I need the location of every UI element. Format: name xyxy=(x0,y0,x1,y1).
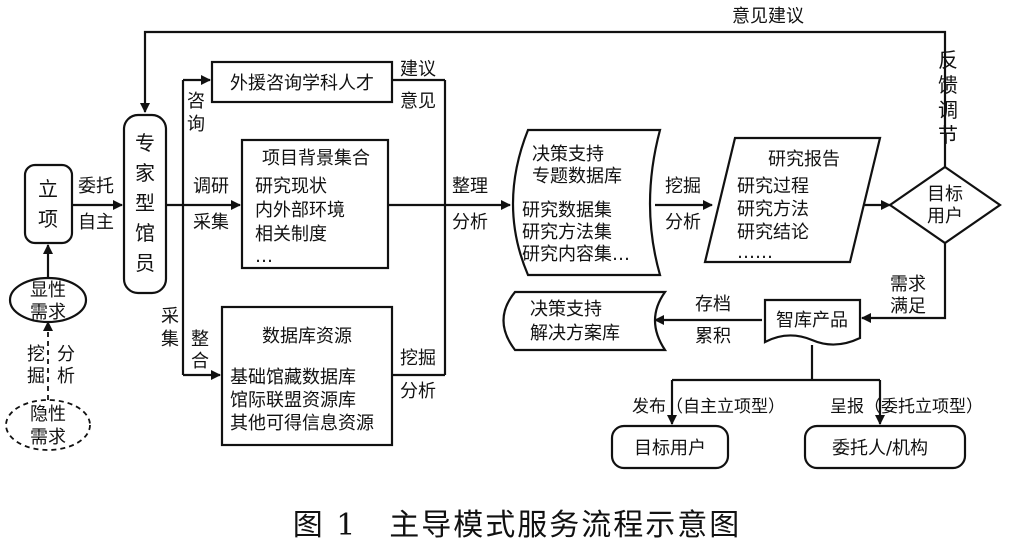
svg-text:内外部环境: 内外部环境 xyxy=(255,200,345,221)
svg-text:存档: 存档 xyxy=(695,294,731,315)
svg-text:需求: 需求 xyxy=(30,427,66,448)
svg-text:基础馆藏数据库: 基础馆藏数据库 xyxy=(230,367,356,388)
svg-text:析: 析 xyxy=(57,366,75,387)
svg-text:反: 反 xyxy=(938,48,958,72)
svg-text:数据库资源: 数据库资源 xyxy=(262,326,352,347)
node-zhiku-chanpin: 智库产品 xyxy=(763,298,862,346)
svg-text:调研: 调研 xyxy=(193,176,229,197)
svg-text:分析: 分析 xyxy=(452,212,488,233)
svg-text:意见建议: 意见建议 xyxy=(732,6,804,27)
svg-text:研究方法集: 研究方法集 xyxy=(522,222,612,243)
svg-text:项: 项 xyxy=(38,207,58,231)
svg-text:意见: 意见 xyxy=(400,91,436,112)
svg-text:发布（自主立项型）: 发布（自主立项型） xyxy=(632,397,785,417)
svg-text:整: 整 xyxy=(191,329,209,350)
node-xiangmu-beijing: 项目背景集合 研究现状 内外部环境 相关制度 … xyxy=(240,138,390,270)
svg-text:分析: 分析 xyxy=(400,381,436,402)
svg-text:询: 询 xyxy=(187,114,205,135)
svg-text:咨: 咨 xyxy=(187,91,205,112)
svg-text:型: 型 xyxy=(135,191,155,215)
svg-text:挖: 挖 xyxy=(27,344,45,365)
node-lixiang: 立 项 xyxy=(23,163,74,245)
svg-text:用户: 用户 xyxy=(927,206,963,227)
svg-text:解决方案库: 解决方案库 xyxy=(530,323,620,344)
svg-text:项目背景集合: 项目背景集合 xyxy=(262,148,370,169)
svg-text:调: 调 xyxy=(938,98,958,122)
node-yinxing-xuqiu: 隐性 需求 xyxy=(5,399,91,451)
svg-text:显性: 显性 xyxy=(30,280,66,301)
node-mubiao-yonghu: 目标用户 xyxy=(610,424,730,470)
svg-text:研究现状: 研究现状 xyxy=(255,176,327,197)
svg-text:员: 员 xyxy=(135,251,155,275)
connectors xyxy=(43,30,947,425)
svg-text:研究方法: 研究方法 xyxy=(737,199,809,220)
svg-text:其他可得信息资源: 其他可得信息资源 xyxy=(230,413,374,434)
svg-text:智库产品: 智库产品 xyxy=(776,310,848,331)
svg-text:挖掘: 挖掘 xyxy=(665,176,701,197)
svg-text:……: …… xyxy=(737,242,773,263)
node-shujuku-ziyuan: 数据库资源 基础馆藏数据库 馆际联盟资源库 其他可得信息资源 xyxy=(220,305,394,447)
arrow-diamond-zhiku xyxy=(861,240,947,323)
node-mubiao-yonghu-diamond: 目标 用户 xyxy=(888,165,1002,245)
node-expert-librarian: 专 家 型 馆 员 xyxy=(122,113,168,295)
svg-text:决策支持: 决策支持 xyxy=(532,144,604,165)
svg-text:专: 专 xyxy=(135,131,155,155)
svg-text:目标: 目标 xyxy=(927,184,963,205)
svg-text:采: 采 xyxy=(161,306,179,327)
svg-text:立: 立 xyxy=(38,177,58,201)
svg-text:研究报告: 研究报告 xyxy=(768,149,840,170)
svg-text:采集: 采集 xyxy=(193,212,229,233)
node-juece-zhuanti-db: 决策支持 专题数据库 研究数据集 研究方法集 研究内容集… xyxy=(511,128,662,277)
svg-text:需求: 需求 xyxy=(30,302,66,323)
svg-text:委托: 委托 xyxy=(78,176,114,197)
node-weituo-jigou: 委托人/机构 xyxy=(803,424,967,470)
svg-text:隐性: 隐性 xyxy=(30,404,66,425)
node-jiejue-fangan-ku: 决策支持 解决方案库 xyxy=(502,290,668,352)
svg-text:分析: 分析 xyxy=(665,212,701,233)
svg-text:分: 分 xyxy=(57,344,75,365)
svg-text:合: 合 xyxy=(191,351,209,372)
node-xianxing-xuqiu: 显性 需求 xyxy=(8,276,88,324)
svg-text:研究内容集…: 研究内容集… xyxy=(522,244,630,265)
svg-text:整理: 整理 xyxy=(452,176,488,197)
svg-text:需求: 需求 xyxy=(890,274,926,295)
feedback-arrow xyxy=(140,30,947,170)
node-waiyuan: 外援咨询学科人才 xyxy=(210,60,394,104)
svg-text:…: … xyxy=(255,246,273,267)
svg-text:挖掘: 挖掘 xyxy=(400,348,436,369)
svg-text:节: 节 xyxy=(938,123,958,147)
svg-text:自主: 自主 xyxy=(78,212,114,233)
svg-text:馆: 馆 xyxy=(135,221,155,245)
svg-text:集: 集 xyxy=(161,329,179,350)
figure-caption: 图 1 主导模式服务流程示意图 xyxy=(292,508,742,543)
svg-text:外援咨询学科人才: 外援咨询学科人才 xyxy=(230,73,374,94)
svg-text:目标用户: 目标用户 xyxy=(634,438,706,459)
svg-text:馆际联盟资源库: 馆际联盟资源库 xyxy=(230,390,356,411)
svg-text:馈: 馈 xyxy=(938,73,958,97)
svg-text:决策支持: 决策支持 xyxy=(530,299,602,320)
svg-text:研究数据集: 研究数据集 xyxy=(522,200,612,221)
edge-labels: 意见建议 反 馈 调 节 委托 自主 挖 掘 分 析 咨 询 调研 采集 采 集… xyxy=(27,6,983,417)
svg-text:家: 家 xyxy=(135,161,155,185)
svg-text:研究过程: 研究过程 xyxy=(737,176,809,197)
node-yanjiu-baogao: 研究报告 研究过程 研究方法 研究结论 …… xyxy=(703,136,882,264)
svg-text:建议: 建议 xyxy=(400,59,436,80)
svg-text:呈报（委托立项型）: 呈报（委托立项型） xyxy=(830,397,983,417)
svg-text:掘: 掘 xyxy=(27,366,45,387)
svg-text:累积: 累积 xyxy=(695,326,731,347)
svg-text:专题数据库: 专题数据库 xyxy=(532,166,622,187)
svg-text:委托人/机构: 委托人/机构 xyxy=(832,438,928,459)
svg-text:研究结论: 研究结论 xyxy=(737,222,809,243)
service-flow-diagram: 立 项 显性 需求 隐性 需求 专 家 型 馆 员 外援咨询学科人才 项目背景集… xyxy=(5,6,1002,470)
svg-text:相关制度: 相关制度 xyxy=(255,224,327,245)
svg-text:满足: 满足 xyxy=(890,296,926,317)
